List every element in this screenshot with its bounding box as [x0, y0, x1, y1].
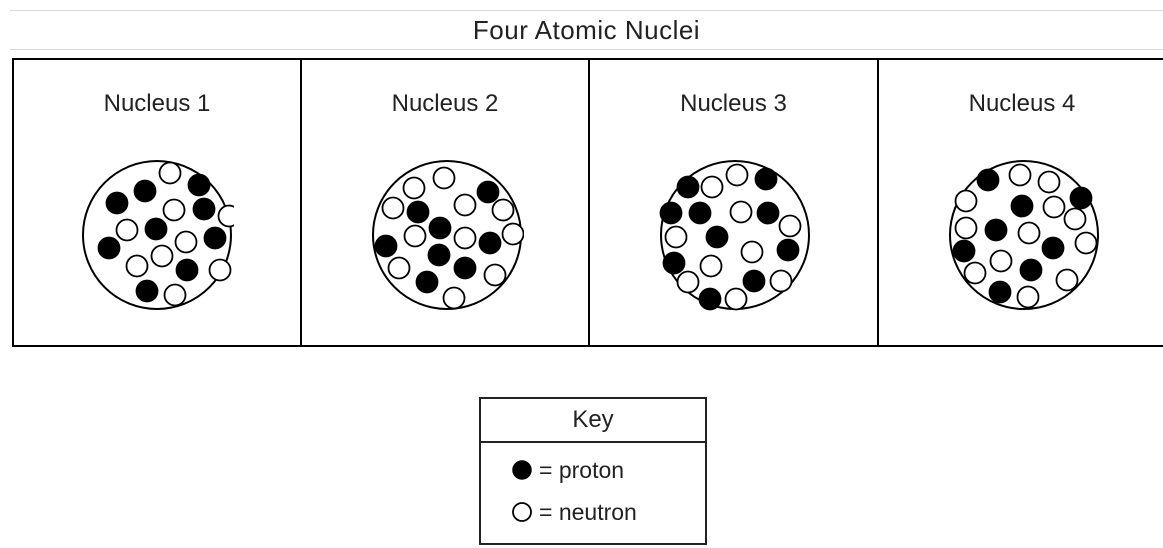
proton-particle	[175, 258, 199, 282]
proton-particle	[192, 197, 216, 221]
key-row-proton: = proton	[511, 455, 624, 485]
neutron-particle	[125, 254, 149, 278]
nucleus-panel-1: Nucleus 1	[14, 60, 302, 345]
neutron-particle	[1017, 221, 1041, 245]
neutron-particle	[700, 175, 724, 199]
neutron-particle	[217, 204, 234, 228]
proton-particle	[427, 243, 451, 267]
neutron-particle	[442, 286, 466, 310]
proton-particle	[776, 238, 800, 262]
neutron-particle	[381, 196, 405, 220]
proton-particle	[97, 236, 121, 260]
nucleus-4-diagram	[949, 160, 1099, 310]
neutron-particle	[989, 249, 1013, 273]
proton-particle	[1019, 258, 1043, 282]
nucleus-label-2: Nucleus 2	[391, 90, 499, 117]
proton-particle	[976, 168, 1000, 192]
neutron-particle	[1055, 268, 1079, 292]
key-row-neutron: = neutron	[511, 497, 637, 527]
proton-particle	[453, 256, 477, 280]
neutron-particle	[699, 254, 723, 278]
neutron-particle	[664, 225, 688, 249]
neutron-particle	[402, 176, 426, 200]
proton-particle	[415, 270, 439, 294]
proton-particle	[676, 175, 700, 199]
proton-particle	[1069, 186, 1093, 210]
proton-particle	[203, 226, 227, 250]
proton-particle	[952, 239, 976, 263]
diagram-title: Four Atomic Nuclei	[10, 10, 1163, 50]
proton-particle	[742, 269, 766, 293]
proton-particle	[984, 218, 1008, 242]
neutron-particle	[729, 200, 753, 224]
neutron-particle	[387, 256, 411, 280]
proton-particle	[133, 179, 157, 203]
nucleus-panel-3: Nucleus 3	[590, 60, 879, 345]
neutron-particle	[453, 193, 477, 217]
neutron-icon	[512, 502, 532, 522]
neutron-particle	[158, 161, 182, 185]
neutron-particle	[501, 222, 524, 246]
neutron-particle	[432, 166, 456, 190]
nucleus-panel-2: Nucleus 2	[302, 60, 590, 345]
neutron-particle	[491, 198, 515, 222]
proton-particle	[428, 216, 452, 240]
proton-particle	[754, 167, 778, 191]
proton-particle	[187, 173, 211, 197]
nucleus-label-3: Nucleus 3	[680, 90, 787, 117]
key-title: Key	[481, 399, 705, 443]
neutron-particle	[740, 240, 764, 264]
proton-particle	[705, 225, 729, 249]
proton-particle	[406, 200, 430, 224]
proton-particle	[374, 234, 398, 258]
nucleus-1-diagram	[82, 160, 234, 310]
neutron-particle	[163, 283, 187, 307]
neutron-particle	[725, 163, 749, 187]
legend-key: Key = proton = neutron	[479, 397, 707, 545]
nucleus-label-1: Nucleus 1	[103, 90, 211, 117]
nuclei-panels: Nucleus 1 Nucleus 2 Nucleus 3 Nucleus 4	[12, 58, 1163, 347]
neutron-particle	[769, 269, 793, 293]
nucleus-label-4: Nucleus 4	[968, 90, 1076, 117]
neutron-particle	[150, 244, 174, 268]
key-proton-label: = proton	[539, 456, 625, 483]
proton-icon	[512, 460, 532, 480]
neutron-particle	[954, 216, 978, 240]
nucleus-panel-4: Nucleus 4	[879, 60, 1163, 345]
key-neutron-label: = neutron	[539, 498, 637, 525]
proton-particle	[1010, 194, 1034, 218]
neutron-particle	[778, 214, 802, 238]
nucleus-2-diagram	[372, 160, 524, 310]
neutron-particle	[174, 230, 198, 254]
neutron-particle	[403, 224, 427, 248]
neutron-particle	[483, 263, 507, 287]
proton-particle	[135, 279, 159, 303]
neutron-particle	[1037, 170, 1061, 194]
proton-particle	[988, 280, 1012, 304]
neutron-particle	[724, 287, 748, 311]
neutron-particle	[1074, 231, 1098, 255]
neutron-particle	[954, 189, 978, 213]
neutron-particle	[963, 261, 987, 285]
neutron-particle	[1042, 195, 1066, 219]
proton-particle	[105, 191, 129, 215]
neutron-particle	[1016, 285, 1040, 309]
proton-particle	[144, 217, 168, 241]
neutron-particle	[208, 258, 232, 282]
proton-particle	[756, 201, 780, 225]
proton-particle	[662, 251, 686, 275]
proton-particle	[478, 231, 502, 255]
neutron-particle	[453, 226, 477, 250]
neutron-particle	[676, 270, 700, 294]
neutron-particle	[1063, 207, 1087, 231]
proton-particle	[659, 201, 683, 225]
neutron-particle	[115, 218, 139, 242]
proton-particle	[688, 201, 712, 225]
nucleus-3-diagram	[659, 160, 810, 311]
neutron-particle	[1008, 163, 1032, 187]
proton-particle	[1041, 236, 1065, 260]
proton-particle	[476, 180, 500, 204]
neutron-particle	[162, 198, 186, 222]
proton-particle	[698, 287, 722, 311]
